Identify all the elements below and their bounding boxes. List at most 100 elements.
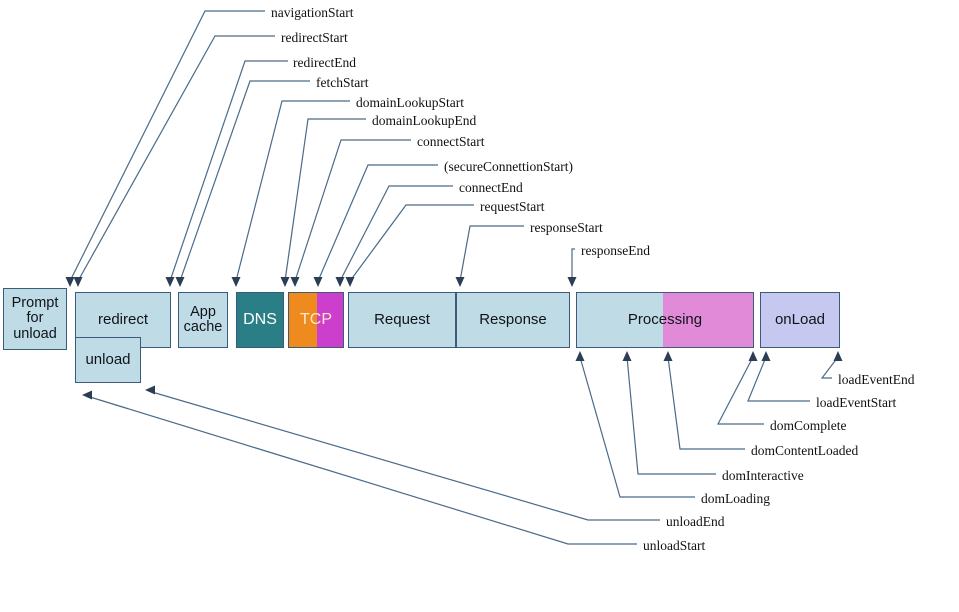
leader-responseEnd (567, 248, 577, 287)
leader-domContentLoaded-arrowhead (663, 351, 673, 361)
leader-domContentLoaded-line (667, 356, 745, 450)
milestone-label-domInteractive: domInteractive (722, 468, 804, 483)
leader-responseEnd-line (571, 248, 575, 281)
milestone-label-loadEventStart: loadEventStart (816, 395, 897, 410)
milestone-label-loadEventEnd: loadEventEnd (838, 372, 915, 387)
leader-navigationStart (65, 10, 265, 287)
leader-domInteractive-line (626, 356, 716, 475)
milestone-label-redirectEnd: redirectEnd (293, 55, 356, 70)
milestone-label-fetchStart: fetchStart (316, 75, 369, 90)
leader-navigationStart-arrowhead (65, 277, 75, 287)
leader-domComplete-line (717, 356, 764, 425)
milestone-label-responseStart: responseStart (530, 220, 603, 235)
phase-box-unload[interactable]: unload (75, 337, 141, 383)
leader-requestStart-arrowhead (345, 277, 355, 287)
phase-label-onload: onLoad (774, 311, 826, 329)
leader-unloadStart (82, 390, 637, 545)
leader-loadEventEnd-line (820, 356, 839, 379)
milestone-label-navigationStart: navigationStart (271, 5, 354, 20)
phase-subfill-tcp-secure-magenta (317, 293, 343, 347)
milestone-label-domainLookupEnd: domainLookupEnd (372, 113, 477, 128)
leader-connectStart (290, 139, 411, 287)
phase-box-response[interactable]: Response (456, 292, 570, 348)
milestone-label-responseEnd: responseEnd (581, 243, 650, 258)
milestone-label-connectStart: connectStart (417, 134, 485, 149)
leader-domComplete (717, 351, 764, 425)
leader-redirectEnd (165, 60, 288, 287)
phase-box-request[interactable]: Request (348, 292, 456, 348)
leader-domLoading-line (579, 356, 695, 498)
milestone-label-connectEnd: connectEnd (459, 180, 523, 195)
leader-loadEventEnd (820, 351, 843, 379)
phase-label-dns: DNS (243, 310, 277, 328)
milestone-label-domainLookupStart: domainLookupStart (356, 95, 464, 110)
milestone-label-unloadEnd: unloadEnd (666, 514, 725, 529)
leader-redirectEnd-line (169, 60, 288, 282)
phase-box-processing[interactable]: Processing (576, 292, 754, 348)
phase-box-onload[interactable]: onLoad (760, 292, 840, 348)
leader-requestStart (345, 204, 474, 287)
leader-domInteractive-arrowhead (622, 351, 632, 361)
leader-unloadStart-arrowhead (82, 390, 92, 400)
leader-responseEnd-arrowhead (567, 277, 577, 287)
leader-unloadEnd (145, 385, 660, 521)
leader-connectEnd (335, 185, 453, 287)
leader-connectEnd-arrowhead (335, 277, 345, 287)
leader-loadEventEnd-arrowhead (833, 351, 843, 361)
leader-loadEventStart-line (747, 356, 810, 402)
milestone-label-redirectStart: redirectStart (281, 30, 348, 45)
phase-label-prompt-for-unload: Prompt for unload (11, 295, 59, 342)
leader-redirectStart-arrowhead (73, 277, 83, 287)
milestone-label-requestStart: requestStart (480, 199, 545, 214)
leader-redirectEnd-arrowhead (165, 277, 175, 287)
leader-responseStart (455, 225, 524, 287)
leader-responseStart-line (459, 225, 524, 282)
leader-domainLookupStart-arrowhead (231, 277, 241, 287)
leader-loadEventStart-arrowhead (761, 351, 771, 361)
leader-domLoading-arrowhead (575, 351, 585, 361)
leader-domainLookupStart (231, 100, 350, 287)
leader-domLoading (575, 351, 695, 498)
phase-box-dns[interactable]: DNS (236, 292, 284, 348)
leader-requestStart-line (349, 204, 474, 282)
phase-label-tcp: TCP (300, 310, 332, 328)
phase-box-tcp[interactable]: TCP (288, 292, 344, 348)
leader-unloadEnd-arrowhead (145, 385, 155, 395)
leader-redirectStart (73, 35, 275, 287)
milestone-label-domComplete: domComplete (770, 418, 847, 433)
leader-domContentLoaded (663, 351, 745, 450)
leader-fetchStart-arrowhead (175, 277, 185, 287)
phase-box-prompt-for-unload[interactable]: Prompt for unload (3, 288, 67, 350)
leader-unloadEnd-line (151, 391, 660, 521)
leader-domainLookupEnd-arrowhead (280, 277, 290, 287)
milestone-label-unloadStart: unloadStart (643, 538, 706, 553)
leader-domainLookupEnd (280, 118, 366, 287)
milestone-label-domLoading: domLoading (701, 491, 770, 506)
leader-fetchStart-line (179, 80, 310, 282)
phase-label-redirect: redirect (97, 311, 149, 329)
leader-loadEventStart (747, 351, 810, 402)
leader-connectStart-line (294, 139, 411, 282)
leader-domainLookupEnd-line (284, 118, 366, 282)
leader-domainLookupStart-line (235, 100, 350, 282)
phase-label-request: Request (374, 311, 430, 329)
leader-redirectStart-line (77, 35, 275, 282)
phase-label-processing: Processing (627, 311, 703, 329)
leader-secureConnectionStart-line (317, 164, 438, 282)
leader-connectEnd-line (339, 185, 453, 282)
leader-fetchStart (175, 80, 310, 287)
phase-subfill-processing-dom-pink (663, 293, 753, 347)
leader-secureConnectionStart (313, 164, 438, 287)
leader-unloadStart-line (89, 396, 637, 545)
leader-responseStart-arrowhead (455, 277, 465, 287)
phase-box-app-cache[interactable]: App cache (178, 292, 228, 348)
milestone-label-domContentLoaded: domContentLoaded (751, 443, 859, 458)
leader-navigationStart-line (69, 10, 265, 282)
phase-label-app-cache: App cache (183, 303, 223, 335)
leader-secureConnectionStart-arrowhead (313, 277, 323, 287)
phase-label-response: Response (479, 311, 547, 329)
milestone-label-secureConnectionStart: (secureConnettionStart) (444, 159, 573, 174)
leader-domComplete-arrowhead (748, 351, 758, 361)
